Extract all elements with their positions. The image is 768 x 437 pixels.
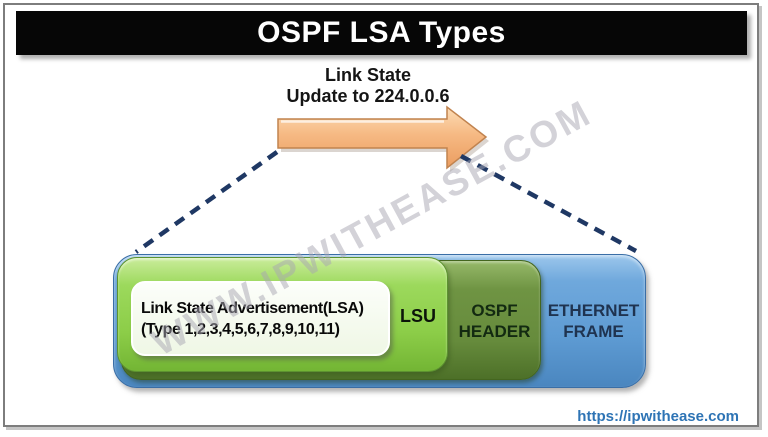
ospf-header-label-line1: OSPF (471, 301, 518, 320)
ospf-header-label: OSPF HEADER (448, 262, 541, 380)
ospf-header-label-line2: HEADER (458, 322, 531, 341)
lsa-label-line2: (Type 1,2,3,4,5,6,7,8,9,10,11) (141, 320, 340, 338)
lsa-box: Link State Advertisement(LSA) (Type 1,2,… (131, 281, 390, 356)
ethernet-frame-label: ETHERNET FRAME (541, 256, 646, 386)
arrow-caption-line2: Update to 224.0.0.6 (286, 86, 450, 106)
lsa-label-line1: Link State Advertisement(LSA) (141, 299, 364, 317)
ethernet-frame-label-line1: ETHERNET (547, 301, 640, 320)
arrow-caption: Link State Update to 224.0.0.6 (193, 65, 543, 107)
arrow-caption-line1: Link State (324, 65, 412, 85)
ethernet-frame-label-line2: FRAME (563, 322, 624, 341)
page-title: OSPF LSA Types (257, 16, 506, 49)
website-link[interactable]: https://ipwithease.com (577, 408, 739, 425)
title-bar: OSPF LSA Types (16, 11, 747, 55)
lsu-label: LSU (400, 305, 436, 326)
